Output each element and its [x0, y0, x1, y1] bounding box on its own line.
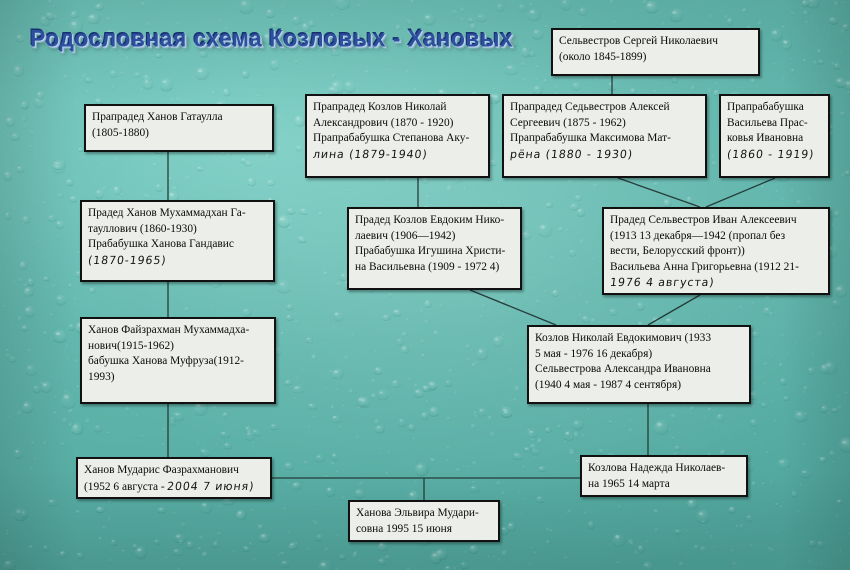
box-line: Прапрадед Ханов Гатаулла: [92, 111, 223, 123]
typed-text: (1952 6 августа -: [84, 480, 168, 493]
box-line: Сельвестрова Александра Ивановна: [535, 363, 711, 376]
box-prader-kozlov-evdokim: Прадед Козлов Евдоким Нико-лаевич (1906—…: [347, 207, 522, 290]
box-line: Ханов Мударис Фазрахманович: [84, 464, 239, 476]
box-line: совна 1995 15 июня: [356, 522, 452, 535]
box-line: Васильева Прас-: [727, 116, 808, 129]
box-line: (1805-1880): [92, 126, 149, 139]
box-line: лина (1879-1940): [312, 147, 483, 164]
box-line: Сергеевич (1875 - 1962): [510, 116, 626, 129]
box-line: Прадед Ханов Мухаммадхан Га-: [88, 207, 246, 219]
box-praprader-khanov-gataulla: Прапрадед Ханов Гатаулла (1805-1880): [84, 104, 274, 152]
box-line: на 1965 14 марта: [588, 477, 670, 490]
box-line: ковья Ивановна: [727, 132, 804, 145]
box-line: Прадед Сельвестров Иван Алексеевич: [610, 214, 797, 226]
box-prader-selvestrov-ivan: Прадед Сельвестров Иван Алексеевич (1913 …: [602, 207, 830, 295]
box-line: Сельвестров Сергей Николаевич: [559, 35, 718, 47]
box-line: Козлов Николай Евдокимович (1933: [535, 332, 712, 344]
page-title: Родословная схема Козловых - Хановых: [30, 24, 514, 52]
box-line: рёна (1880 - 1930): [509, 147, 700, 164]
handwritten-text: (1860 - 1919): [726, 147, 816, 161]
box-kozlova-nadezhda: Козлова Надежда Николаев-на 1965 14 март…: [580, 455, 748, 497]
box-line: Ханова Эльвира Мудари-: [356, 507, 479, 519]
box-line: вести, Белорусский фронт)): [610, 245, 745, 258]
box-line: 1993): [88, 370, 115, 383]
box-line: Прапрабабушка Максимова Мат-: [510, 132, 671, 145]
box-line: 1976 4 августа): [609, 275, 823, 292]
box-line: Александрович (1870 - 1920): [313, 116, 454, 129]
box-line: (1870-1965): [87, 253, 268, 270]
box-line: Козлова Надежда Николаев-: [588, 462, 726, 474]
box-prader-khanov-muhammadhan: Прадед Ханов Мухаммадхан Га-тауллович (1…: [80, 200, 275, 282]
box-line: Ханов Файзрахман Мухаммадха-: [88, 324, 250, 336]
box-khanov-mudaris: Ханов Мударис Фазрахманович (1952 6 авгус…: [76, 457, 272, 499]
box-khanova-elvira: Ханова Эльвира Мудари-совна 1995 15 июня: [348, 500, 500, 542]
box-line: Прадед Козлов Евдоким Нико-: [355, 214, 505, 226]
box-line: лаевич (1906—1942): [355, 229, 456, 242]
handwritten-text: рёна (1880 - 1930): [509, 147, 634, 161]
box-line: (1860 - 1919): [726, 147, 823, 164]
handwritten-text: (1870-1965): [87, 253, 168, 267]
box-khanov-fayzrahman: Ханов Файзрахман Мухаммадха-нович(1915-1…: [80, 317, 276, 404]
box-line: Васильева Анна Григорьевна (1912 21-: [610, 260, 799, 273]
box-line: Прабабушка Ханова Гандавис: [88, 238, 234, 251]
box-line: (1952 6 августа - 2004 7 июня): [84, 479, 265, 496]
box-line: Прапрабабушка Степанова Аку-: [313, 132, 470, 145]
handwritten-text: 1976 4 августа): [609, 276, 716, 290]
handwritten-text: лина (1879-1940): [312, 147, 429, 161]
box-line: Прапрадед Седьвестров Алексей: [510, 101, 670, 113]
handwritten-text: 2004 7 июня): [166, 479, 256, 493]
box-selvestrov-sergey-nikolaevich: Сельвестров Сергей Николаевич (около 1845…: [551, 28, 760, 76]
box-line: нович(1915-1962): [88, 339, 174, 352]
box-line: бабушка Ханова Муфруза(1912-: [88, 355, 244, 368]
box-kozlov-nikolay-evdokimovich: Козлов Николай Евдокимович (1933 5 мая - …: [527, 325, 751, 404]
box-line: Прабабушка Игушина Христи-: [355, 245, 506, 258]
box-line: (1940 4 мая - 1987 4 сентября): [535, 378, 681, 391]
box-line: Прапрадед Козлов Николай: [313, 101, 447, 113]
box-line: (около 1845-1899): [559, 50, 647, 63]
box-line: Прапрабабушка: [727, 101, 804, 113]
box-line: 5 мая - 1976 16 декабря): [535, 347, 653, 360]
box-line: (1913 13 декабря—1942 (пропал без: [610, 229, 786, 242]
box-line: тауллович (1860-1930): [88, 222, 197, 235]
box-line: на Васильевна (1909 - 1972 4): [355, 260, 500, 273]
